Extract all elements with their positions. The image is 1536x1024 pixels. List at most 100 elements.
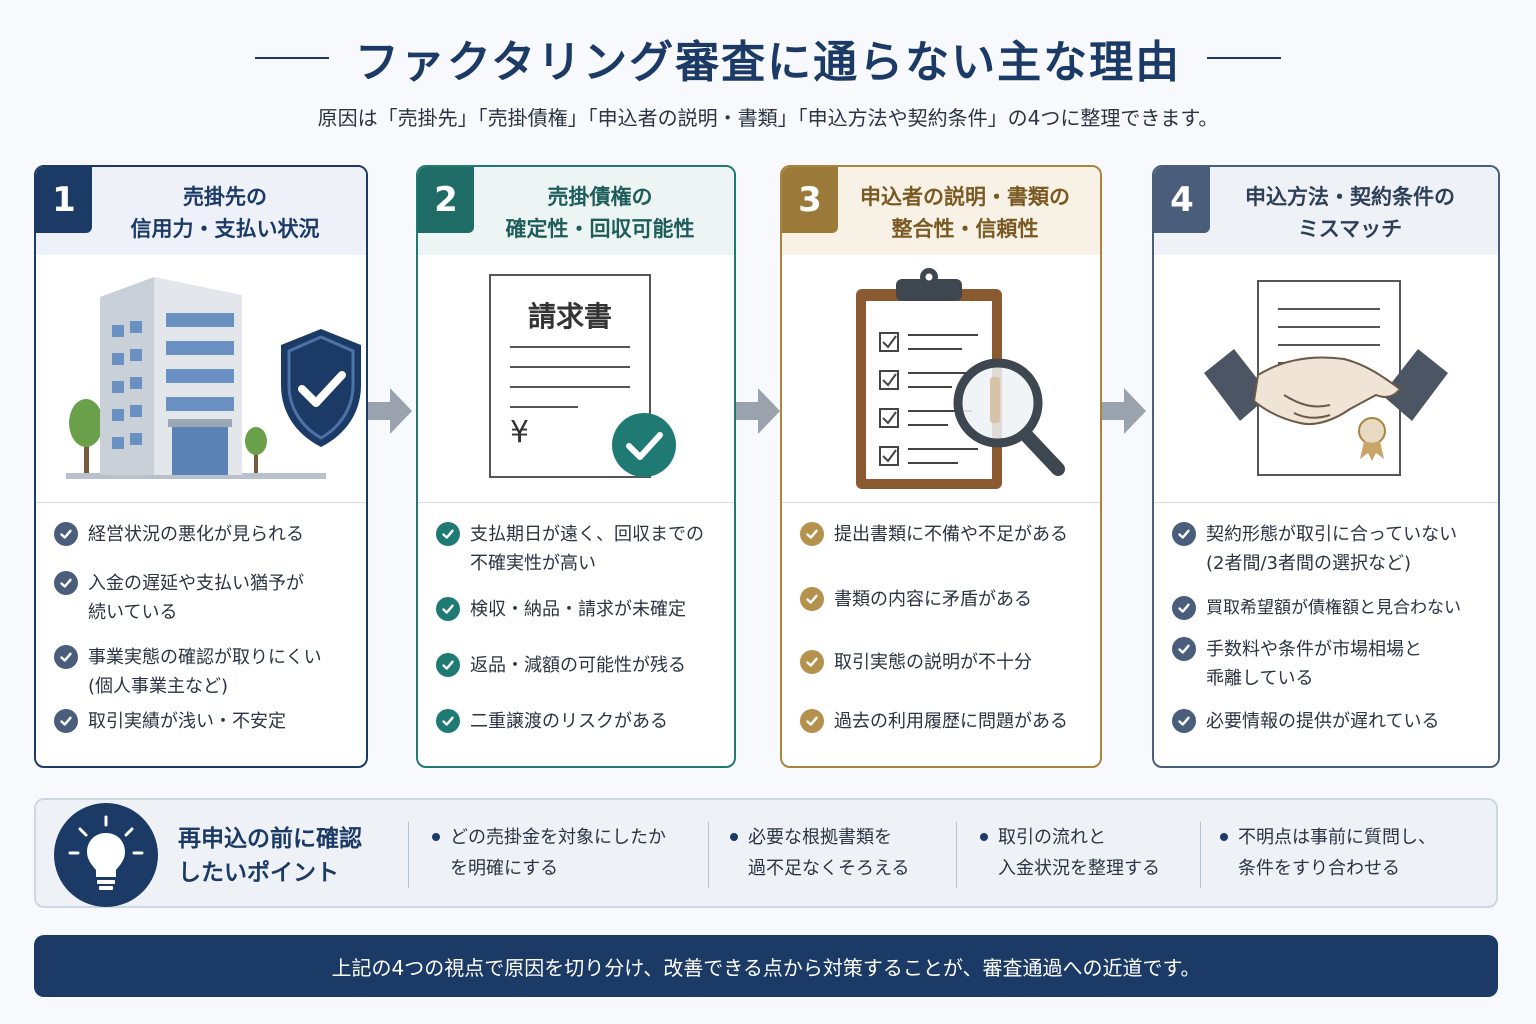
check-icon bbox=[1172, 637, 1196, 661]
item-text: 買取希望額が債権額と見合わない bbox=[1206, 598, 1461, 618]
card-divider bbox=[418, 502, 734, 503]
title-rule-left bbox=[254, 57, 329, 59]
title-row: ファクタリング審査に通らない主な理由 bbox=[0, 26, 1536, 90]
office-building-shield-icon bbox=[36, 255, 366, 503]
summary-banner: 上記の4つの視点で原因を切り分け、改善できる点から対策することが、審査通過への近… bbox=[34, 935, 1498, 997]
item-text: 返品・減額の可能性が残る bbox=[470, 655, 686, 676]
point-text: 取引の流れと 入金状況を整理する bbox=[998, 827, 1160, 879]
card-items: 支払期日が遠く、回収までの 不確実性が高い 検収・納品・請求が未確定 返品・減額… bbox=[418, 503, 734, 766]
clipboard-magnifier-icon bbox=[782, 255, 1100, 503]
arrow-right-icon bbox=[736, 388, 780, 434]
invoice-heading: 請求書 bbox=[527, 300, 612, 333]
point-item: 必要な根拠書類を 過不足なくそろえる bbox=[730, 822, 909, 884]
card-number: 2 bbox=[418, 167, 474, 233]
item-text: 提出書類に不備や不足がある bbox=[834, 524, 1068, 545]
card-divider bbox=[782, 502, 1100, 503]
check-icon bbox=[54, 522, 78, 546]
list-item: 入金の遅延や支払い猶予が 続いている bbox=[54, 569, 358, 627]
card-divider bbox=[36, 502, 366, 503]
list-item: 二重譲渡のリスクがある bbox=[436, 707, 726, 736]
card-header: 4 申込方法・契約条件の ミスマッチ bbox=[1154, 167, 1498, 255]
card-title: 申込者の説明・書類の 整合性・信頼性 bbox=[860, 185, 1070, 241]
arrow-right-icon bbox=[368, 388, 412, 434]
card-header: 3 申込者の説明・書類の 整合性・信頼性 bbox=[782, 167, 1100, 255]
bullet-icon bbox=[432, 833, 440, 841]
point-item: 取引の流れと 入金状況を整理する bbox=[980, 822, 1160, 884]
item-text: 必要情報の提供が遅れている bbox=[1206, 711, 1440, 732]
list-item: 契約形態が取引に合っていない (2者間/3者間の選択など) bbox=[1172, 520, 1490, 578]
check-icon bbox=[800, 709, 824, 733]
lightbulb-icon bbox=[54, 803, 158, 907]
card-header: 1 売掛先の 信用力・支払い状況 bbox=[36, 167, 366, 255]
item-text: 事業実態の確認が取りにくい (個人事業主など) bbox=[88, 647, 322, 697]
check-icon bbox=[436, 597, 460, 621]
check-icon bbox=[436, 522, 460, 546]
list-item: 取引実態の説明が不十分 bbox=[800, 648, 1092, 677]
list-item: 買取希望額が債権額と見合わない bbox=[1172, 594, 1490, 623]
card-number: 1 bbox=[36, 167, 92, 233]
item-text: 取引実績が浅い・不安定 bbox=[88, 711, 286, 732]
point-text: どの売掛金を対象にしたか を明確にする bbox=[450, 827, 666, 879]
summary-text: 上記の4つの視点で原因を切り分け、改善できる点から対策することが、審査通過への近… bbox=[331, 955, 1201, 980]
item-text: 過去の利用履歴に問題がある bbox=[834, 711, 1068, 732]
point-item: 不明点は事前に質問し、 条件をすり合わせる bbox=[1220, 822, 1436, 884]
divider bbox=[708, 822, 709, 888]
divider bbox=[1200, 822, 1201, 888]
reapply-points-box: 再申込の前に確認 したいポイント どの売掛金を対象にしたか を明確にする 必要な… bbox=[34, 798, 1498, 908]
points-title: 再申込の前に確認 したいポイント bbox=[178, 826, 362, 886]
bullet-icon bbox=[1220, 833, 1228, 841]
page-title: ファクタリング審査に通らない主な理由 bbox=[354, 37, 1182, 88]
card-title: 申込方法・契約条件の ミスマッチ bbox=[1245, 185, 1455, 241]
card-divider bbox=[1154, 502, 1498, 503]
card-number: 4 bbox=[1154, 167, 1210, 233]
list-item: 返品・減額の可能性が残る bbox=[436, 651, 726, 680]
invoice-check-icon: 請求書 ¥ bbox=[418, 255, 734, 503]
check-icon bbox=[1172, 596, 1196, 620]
reason-card-3: 3 申込者の説明・書類の 整合性・信頼性 bbox=[780, 165, 1102, 768]
item-text: 契約形態が取引に合っていない (2者間/3者間の選択など) bbox=[1206, 524, 1458, 574]
list-item: 必要情報の提供が遅れている bbox=[1172, 707, 1490, 736]
card-number: 3 bbox=[782, 167, 838, 233]
item-text: 書類の内容に矛盾がある bbox=[834, 589, 1032, 610]
card-items: 提出書類に不備や不足がある 書類の内容に矛盾がある 取引実態の説明が不十分 過去… bbox=[782, 503, 1100, 766]
item-text: 取引実態の説明が不十分 bbox=[834, 652, 1032, 673]
handshake-contract-icon bbox=[1154, 255, 1498, 503]
check-icon bbox=[54, 571, 78, 595]
check-icon bbox=[54, 709, 78, 733]
item-text: 経営状況の悪化が見られる bbox=[88, 524, 304, 545]
card-title: 売掛先の 信用力・支払い状況 bbox=[130, 185, 320, 241]
reason-card-4: 4 申込方法・契約条件の ミスマッチ 契約形態が取引に合っていない bbox=[1152, 165, 1500, 768]
check-icon bbox=[800, 587, 824, 611]
check-icon bbox=[436, 653, 460, 677]
list-item: 取引実績が浅い・不安定 bbox=[54, 707, 358, 736]
item-text: 手数料や条件が市場相場と 乖離している bbox=[1206, 639, 1422, 689]
reason-card-2: 2 売掛債権の 確定性・回収可能性 請求書 ¥ 支払期日が遠く、回収までの 不確… bbox=[416, 165, 736, 768]
item-text: 入金の遅延や支払い猶予が 続いている bbox=[88, 573, 304, 623]
check-icon bbox=[54, 645, 78, 669]
card-items: 経営状況の悪化が見られる 入金の遅延や支払い猶予が 続いている 事業実態の確認が… bbox=[36, 503, 366, 766]
check-icon bbox=[800, 522, 824, 546]
arrow-right-icon bbox=[1102, 388, 1146, 434]
point-item: どの売掛金を対象にしたか を明確にする bbox=[432, 822, 666, 884]
page-subtitle: 原因は「売掛先」「売掛債権」「申込者の説明・書類」「申込方法や契約条件」の4つに… bbox=[317, 106, 1219, 130]
title-rule-right bbox=[1207, 57, 1282, 59]
item-text: 二重譲渡のリスクがある bbox=[470, 711, 668, 732]
list-item: 書類の内容に矛盾がある bbox=[800, 585, 1092, 614]
list-item: 経営状況の悪化が見られる bbox=[54, 520, 358, 549]
point-text: 必要な根拠書類を 過不足なくそろえる bbox=[748, 827, 910, 879]
list-item: 支払期日が遠く、回収までの 不確実性が高い bbox=[436, 520, 726, 578]
divider bbox=[956, 822, 957, 888]
list-item: 検収・納品・請求が未確定 bbox=[436, 595, 726, 624]
list-item: 事業実態の確認が取りにくい (個人事業主など) bbox=[54, 643, 358, 701]
reason-card-1: 1 売掛先の 信用力・支払い状況 bbox=[34, 165, 368, 768]
check-icon bbox=[436, 709, 460, 733]
point-text: 不明点は事前に質問し、 条件をすり合わせる bbox=[1238, 827, 1436, 879]
list-item: 手数料や条件が市場相場と 乖離している bbox=[1172, 635, 1490, 693]
card-header: 2 売掛債権の 確定性・回収可能性 bbox=[418, 167, 734, 255]
check-icon bbox=[800, 650, 824, 674]
divider bbox=[408, 822, 409, 888]
check-icon bbox=[1172, 709, 1196, 733]
item-text: 支払期日が遠く、回収までの 不確実性が高い bbox=[470, 524, 704, 574]
card-items: 契約形態が取引に合っていない (2者間/3者間の選択など) 買取希望額が債権額と… bbox=[1154, 503, 1498, 766]
bullet-icon bbox=[730, 833, 738, 841]
